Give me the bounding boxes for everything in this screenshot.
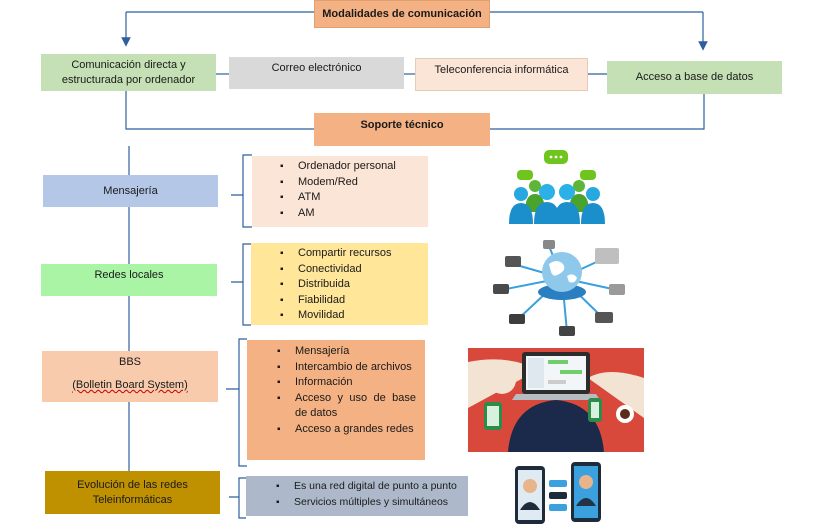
list-item: Conectividad [280, 262, 420, 278]
item-list: Compartir recursos Conectividad Distribu… [251, 243, 428, 325]
list-item: Ordenador personal [280, 159, 420, 175]
people-chat-icon [509, 150, 605, 224]
list-item: Distribuida [280, 277, 420, 293]
diagram-title: Modalidades de comunicación [314, 0, 490, 28]
list-item: Compartir recursos [280, 246, 420, 262]
list-item: Acceso y uso de base de datos [277, 391, 416, 422]
item-list: Ordenador personal Modem/Red ATM AM [252, 156, 428, 227]
laptop-chat-icon [468, 348, 644, 452]
list-item: ATM [280, 190, 420, 206]
item-list: Es una red digital de punto a punto Serv… [246, 476, 468, 516]
modality-box: Acceso a base de datos [607, 61, 782, 94]
list-item: Movilidad [280, 308, 420, 324]
support-box: Soporte técnico [314, 113, 490, 146]
modality-box: Teleconferencia informática [415, 58, 588, 91]
list-item: AM [280, 206, 420, 222]
video-call-icon [515, 462, 601, 524]
row-label-main: BBS [118, 356, 141, 368]
item-list: Mensajería Intercambio de archivos Infor… [247, 340, 425, 460]
row-label-sub: (Bolletin Board System) [72, 379, 188, 391]
list-item: Es una red digital de punto a punto [276, 479, 460, 495]
row-label: Mensajería [43, 175, 218, 207]
list-item: Acceso a grandes redes [277, 422, 416, 438]
list-item: Servicios múltiples y simultáneos [276, 495, 460, 511]
modality-box: Correo electrónico [229, 57, 404, 89]
modality-box: Comunicación directa y estructurada por … [41, 54, 216, 91]
network-globe-icon [493, 240, 625, 336]
list-item: Mensajería [277, 344, 416, 360]
list-item: Información [277, 375, 416, 391]
row-label: BBS (Bolletin Board System) [42, 351, 218, 402]
row-label: Redes locales [41, 264, 217, 296]
list-item: Fiabilidad [280, 293, 420, 309]
list-item: Modem/Red [280, 175, 420, 191]
list-item: Intercambio de archivos [277, 360, 416, 376]
row-label: Evolución de las redes Teleinformáticas [45, 471, 220, 514]
